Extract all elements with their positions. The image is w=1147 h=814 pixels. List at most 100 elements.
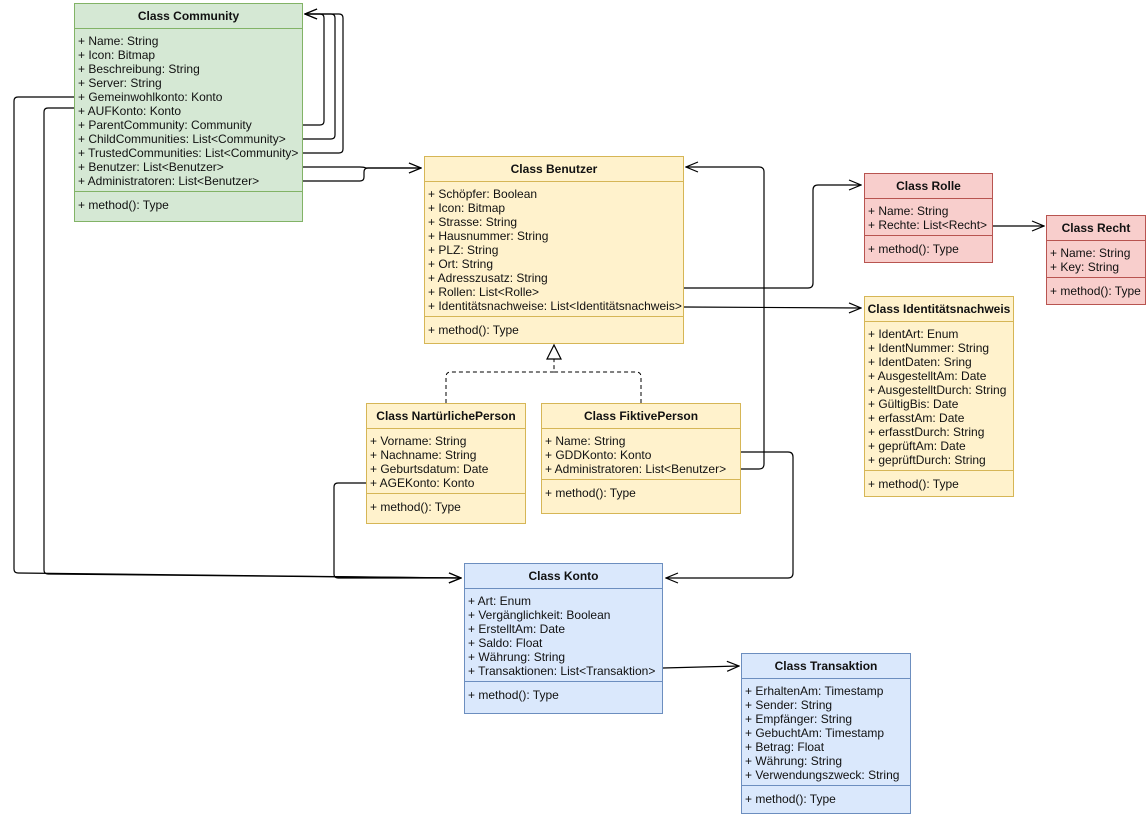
attribute: + Adresszusatz: String: [428, 271, 548, 285]
method: + method(): Type: [868, 477, 959, 491]
attribute: + erfasstDurch: String: [868, 425, 985, 439]
attribute: + Name: String: [868, 204, 949, 218]
method: + method(): Type: [868, 242, 959, 256]
method-list: + method(): Type: [75, 192, 302, 216]
attribute: + geprüftDurch: String: [868, 453, 986, 467]
method: + method(): Type: [468, 688, 559, 702]
attribute: + Vergänglichkeit: Boolean: [468, 608, 611, 622]
attribute: + Administratoren: List<Benutzer>: [78, 174, 260, 188]
attribute: + ErhaltenAm: Timestamp: [745, 684, 884, 698]
class-title: Class Community: [75, 4, 302, 29]
class-benutzer[interactable]: Class Benutzer + Schöpfer: Boolean+ Icon…: [424, 156, 684, 344]
attribute: + Ort: String: [428, 257, 494, 271]
attribute: + ChildCommunities: List<Community>: [78, 132, 286, 146]
attribute: + erfasstAm: Date: [868, 411, 965, 425]
attribute: + Benutzer: List<Benutzer>: [78, 160, 224, 174]
attribute: + Transaktionen: List<Transaktion>: [468, 664, 656, 678]
method-list: + method(): Type: [742, 786, 910, 810]
edge-konto-transaktionen: [662, 666, 739, 668]
method-list: + method(): Type: [542, 480, 740, 504]
attribute: + GDDKonto: Konto: [545, 448, 652, 462]
attribute: + Server: String: [78, 76, 162, 90]
method: + method(): Type: [370, 500, 461, 514]
edge-benutzer-rollen: [684, 185, 861, 289]
method-list: + method(): Type: [865, 471, 1013, 495]
edge-agekonto: [333, 482, 461, 578]
edge-fiktiv-generalization: [554, 371, 642, 403]
edge-gemeinwohlkonto: [13, 96, 461, 578]
attribute: + Hausnummer: String: [428, 229, 549, 243]
attribute: + Nachname: String: [370, 448, 477, 462]
class-title: Class FiktivePerson: [542, 404, 740, 429]
attribute-list: + Name: String+ Key: String: [1047, 241, 1145, 278]
class-transaktion[interactable]: Class Transaktion + ErhaltenAm: Timestam…: [741, 653, 911, 814]
attribute: + Name: String: [1050, 246, 1131, 260]
attribute: + ErstelltAm: Date: [468, 622, 566, 636]
attribute-list: + Name: String+ Icon: Bitmap+ Beschreibu…: [75, 29, 302, 192]
class-konto[interactable]: Class Konto + Art: Enum+ Vergänglichkeit…: [464, 563, 663, 714]
class-community[interactable]: Class Community + Name: String+ Icon: Bi…: [74, 3, 303, 222]
attribute: + GültigBis: Date: [868, 397, 959, 411]
method: + method(): Type: [745, 792, 836, 806]
attribute: + Empfänger: String: [745, 712, 853, 726]
method-list: + method(): Type: [1047, 278, 1145, 302]
attribute-list: + ErhaltenAm: Timestamp+ Sender: String+…: [742, 679, 910, 786]
method: + method(): Type: [545, 486, 636, 500]
method-list: + method(): Type: [465, 682, 662, 706]
attribute: + geprüftAm: Date: [868, 439, 966, 453]
attribute: + Strasse: String: [428, 215, 518, 229]
class-title: Class Benutzer: [425, 157, 683, 182]
attribute: + Verwendungszweck: String: [745, 768, 900, 782]
attribute: + Art: Enum: [468, 594, 532, 608]
class-title: Class Identitätsnachweis: [865, 297, 1013, 322]
class-title: Class NartürlichePerson: [367, 404, 525, 429]
class-identitaetsnachweis[interactable]: Class Identitätsnachweis + IdentArt: Enu…: [864, 296, 1014, 497]
method-list: + method(): Type: [865, 236, 992, 260]
edge-gddkonto: [666, 451, 794, 578]
attribute: + Icon: Bitmap: [428, 201, 506, 215]
attribute: + AusgestelltAm: Date: [868, 369, 987, 383]
attribute: + Name: String: [78, 34, 159, 48]
class-natuerliche-person[interactable]: Class NartürlichePerson + Vorname: Strin…: [366, 403, 526, 524]
attribute-list: + Vorname: String+ Nachname: String+ Geb…: [367, 429, 525, 494]
attribute: + AUFKonto: Konto: [78, 104, 182, 118]
edge-child-communities: [303, 14, 336, 140]
attribute: + AusgestelltDurch: String: [868, 383, 1007, 397]
class-recht[interactable]: Class Recht + Name: String+ Key: String …: [1046, 215, 1146, 305]
attribute: + Rollen: List<Rolle>: [428, 285, 540, 299]
attribute-list: + Name: String+ Rechte: List<Recht>: [865, 199, 992, 236]
class-title: Class Rolle: [865, 174, 992, 199]
attribute: + Key: String: [1050, 260, 1120, 274]
attribute: + AGEKonto: Konto: [370, 476, 475, 490]
attribute: + GebuchtAm: Timestamp: [745, 726, 885, 740]
attribute: + Geburtsdatum: Date: [370, 462, 489, 476]
attribute-list: + Name: String+ GDDKonto: Konto+ Adminis…: [542, 429, 740, 480]
attribute: + Beschreibung: String: [78, 62, 200, 76]
attribute: + Name: String: [545, 434, 626, 448]
class-title: Class Transaktion: [742, 654, 910, 679]
class-fiktive-person[interactable]: Class FiktivePerson + Name: String+ GDDK…: [541, 403, 741, 514]
edge-aufkonto: [43, 107, 461, 578]
attribute: + Identitätsnachweise: List<Identitätsna…: [428, 299, 682, 313]
attribute-list: + Art: Enum+ Vergänglichkeit: Boolean+ E…: [465, 589, 662, 682]
class-rolle[interactable]: Class Rolle + Name: String+ Rechte: List…: [864, 173, 993, 263]
attribute-list: + Schöpfer: Boolean+ Icon: Bitmap+ Stras…: [425, 182, 683, 317]
method-list: + method(): Type: [425, 317, 683, 341]
attribute: + Gemeinwohlkonto: Konto: [78, 90, 223, 104]
attribute: + Währung: String: [745, 754, 843, 768]
edge-benutzer-identitaetsnachweise: [683, 307, 861, 308]
method: + method(): Type: [428, 323, 519, 337]
attribute: + Sender: String: [745, 698, 833, 712]
attribute: + PLZ: String: [428, 243, 499, 257]
edge-parent-community: [303, 14, 325, 126]
edge-community-administratoren: [303, 168, 421, 182]
attribute: + IdentDaten: Sring: [868, 355, 972, 369]
attribute: + TrustedCommunities: List<Community>: [78, 146, 299, 160]
attribute: + Administratoren: List<Benutzer>: [545, 462, 727, 476]
attribute: + Icon: Bitmap: [78, 48, 156, 62]
attribute: + Vorname: String: [370, 434, 467, 448]
method-list: + method(): Type: [367, 494, 525, 518]
attribute: + Rechte: List<Recht>: [868, 218, 988, 232]
attribute: + ParentCommunity: Community: [78, 118, 252, 132]
